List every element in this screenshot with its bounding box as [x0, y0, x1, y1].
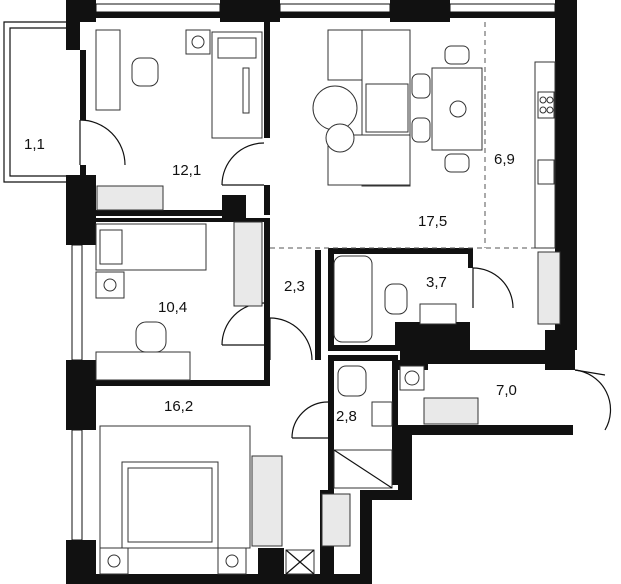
bedroom-middle-furniture [95, 221, 263, 381]
bedroom-bottom-area-label: 16,2 [164, 398, 194, 415]
hall-furniture [399, 365, 479, 425]
outer-walls [66, 0, 577, 584]
living-area-label: 17,5 [418, 213, 448, 230]
wc-area-label: 2,8 [336, 408, 357, 425]
balcony-area-label: 1,1 [24, 136, 45, 153]
bathroom-fixtures [333, 255, 457, 343]
balcony-outline [3, 21, 126, 183]
bedroom-middle-area-label: 10,4 [158, 299, 188, 316]
kitchen-units [534, 61, 561, 325]
bedroom-top-furniture [95, 29, 263, 211]
bedroom-bottom-furniture [99, 425, 351, 575]
living-furniture [312, 29, 483, 187]
doors [221, 142, 612, 439]
windows [71, 3, 556, 541]
corridor-area-label: 2,3 [284, 278, 305, 295]
hall-area-label: 7,0 [496, 382, 517, 399]
bathroom-area-label: 3,7 [426, 274, 447, 291]
wc-fixtures [333, 365, 393, 489]
interior-walls [80, 18, 473, 584]
kitchen-area-label: 6,9 [494, 151, 515, 168]
zone-dividers [270, 22, 555, 249]
bedroom-top-area-label: 12,1 [172, 162, 202, 179]
